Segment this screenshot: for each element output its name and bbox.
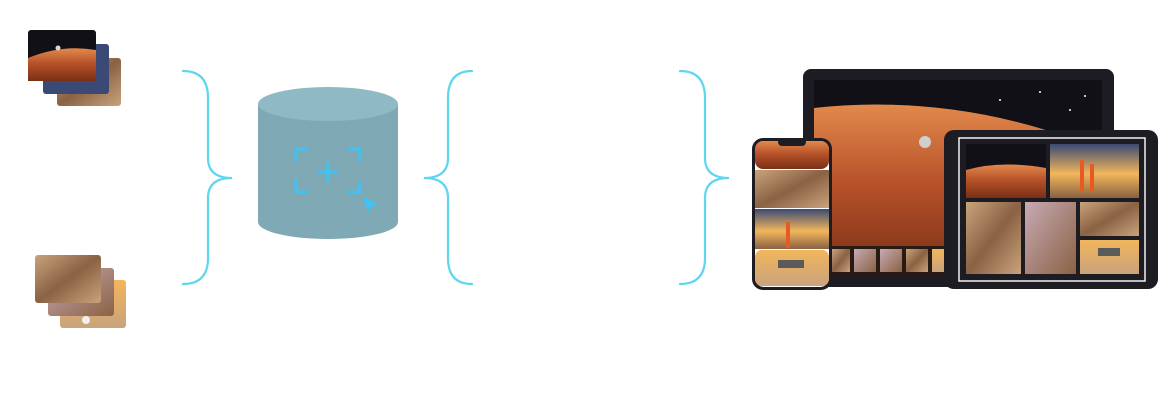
phone-notch [778,138,806,146]
database-cylinder-icon [258,87,398,239]
input-photo-stack-bottom [35,255,126,328]
lander-capsule-icon [55,45,61,51]
closing-brace-icon [181,69,233,286]
tablet-device [944,130,1158,289]
lander-body-icon [778,260,804,268]
add-to-collection-icon [294,147,362,194]
cursor-arrow-icon [363,196,378,214]
lander-capsule-icon [919,136,931,148]
stack-photo-front [28,30,96,81]
lander-dome-icon [82,316,90,324]
opening-brace-icon [423,69,474,286]
closing-brace-icon [678,69,730,286]
phone-device [752,138,832,290]
stack-photo-front [35,255,101,303]
input-photo-stack-top [28,30,121,106]
lander-body-icon [1098,248,1120,256]
